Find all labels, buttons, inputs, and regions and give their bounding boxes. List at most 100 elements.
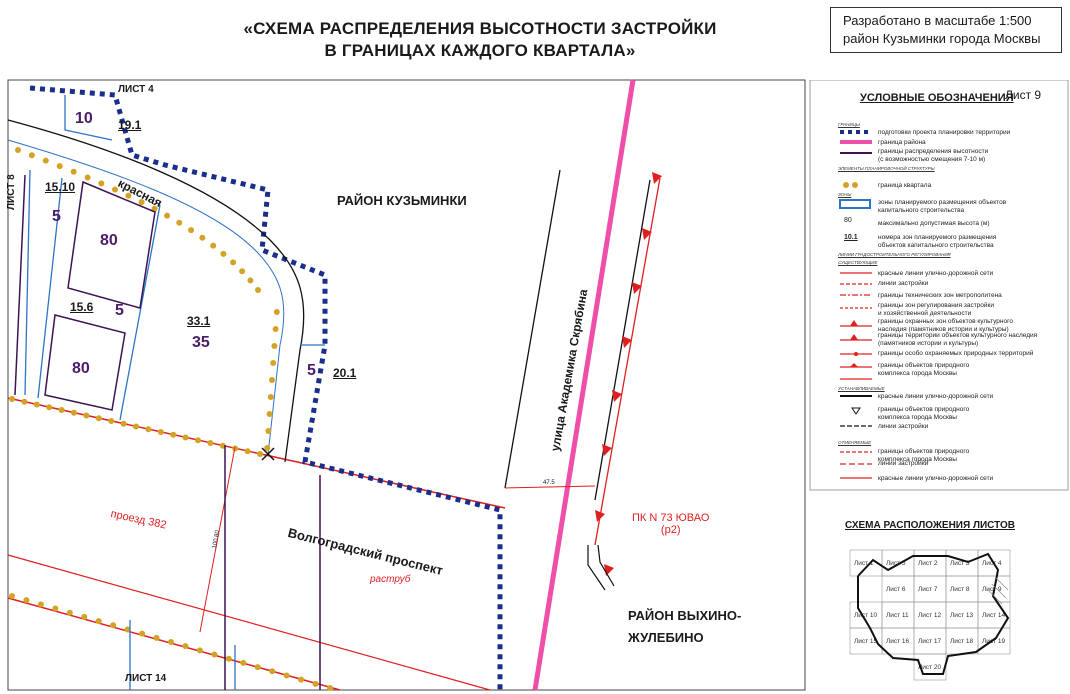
legend-item-label: границы объектов природного комплекса го…: [878, 448, 970, 463]
legend-item-label: границы распределения высотности (с возм…: [878, 148, 989, 163]
red-line-street: [594, 177, 661, 546]
boundary-dot: [270, 360, 277, 366]
legend-item-label: границы технических зон метрополитена: [878, 292, 1002, 299]
boundary-dot: [33, 401, 40, 408]
boundary-dot: [182, 643, 189, 650]
boundary-dot: [264, 445, 271, 451]
map-title-line2: В ГРАНИЦАХ КАЖДОГО КВАРТАЛА»: [324, 41, 636, 60]
boundary-dot: [111, 186, 118, 193]
boundary-dot: [265, 428, 272, 434]
boundary-dot: [244, 448, 251, 455]
boundary-dot: [225, 655, 232, 662]
dimension-line-height: [199, 446, 236, 633]
boundary-dot: [267, 394, 274, 400]
boundary-dot: [23, 597, 30, 604]
boundary-dot: [247, 277, 254, 284]
legend-item-label: зоны планируемого размещения объектов ка…: [878, 199, 1007, 214]
boundary-dot: [84, 174, 91, 181]
boundary-dot: [157, 429, 164, 435]
boundary-dot: [298, 676, 305, 683]
boundary-dot: [42, 157, 49, 164]
district-label-kuzminki: РАЙОН КУЗЬМИНКИ: [337, 193, 467, 208]
boundary-dot: [240, 659, 247, 666]
red-line-prospekt-top: [7, 397, 506, 509]
legend-item-label: красные линии улично-дорожной сети: [878, 270, 994, 277]
legend-item-label: красные линии улично-дорожной сети: [878, 393, 994, 400]
district-label-vykhino-line2: ЖУЛЕБИНО: [628, 630, 704, 645]
block-height: 80: [100, 232, 118, 249]
legend-item-label: границы объектов природного комплекса го…: [878, 406, 970, 421]
zone-height: 5: [52, 208, 61, 225]
keymap-sheet-label: Лист 11: [886, 612, 909, 619]
boundary-dot: [56, 163, 63, 170]
zone-height: 5: [115, 302, 124, 319]
boundary-dot: [120, 420, 127, 427]
legend-item-label: границы особо охраняемых природных терри…: [878, 350, 1034, 357]
red-line-bottom-2: [7, 597, 341, 691]
boundary-dot: [327, 685, 333, 691]
district-label-vykhino-line1: РАЙОН ВЫХИНО-: [628, 608, 742, 623]
street-krasnaya-edge: [7, 119, 305, 463]
boundary-dot: [145, 426, 152, 433]
keymap-sheet-label: Лист 8: [950, 586, 970, 593]
boundary-dot: [125, 192, 132, 199]
boundary-dot: [9, 396, 15, 402]
boundary-dot: [108, 418, 115, 424]
keymap-sheet-label: Лист 13: [950, 612, 974, 619]
rastrub-label: раструб: [370, 574, 411, 585]
keymap-sheet-label: Лист 15: [854, 638, 878, 645]
prospekt-top-dots: [9, 396, 263, 457]
boundary-dot: [230, 259, 237, 266]
zone-height: 35: [192, 334, 210, 351]
keymap-sheet-label: Лист 10: [854, 612, 878, 619]
keymap-sheet-label: Лист 17: [918, 638, 942, 645]
boundary-dot: [269, 377, 275, 383]
boundary-dot: [210, 242, 217, 249]
boundary-dot: [188, 227, 195, 234]
boundary-dot: [52, 605, 59, 612]
pk-label: ПК N 73 ЮВАО (р2): [632, 512, 709, 536]
planning-area-boundary: [29, 85, 503, 690]
map-title-line1: «СХЕМА РАСПРЕДЕЛЕНИЯ ВЫСОТНОСТИ ЗАСТРОЙК…: [243, 19, 717, 38]
boundary-dot: [255, 287, 261, 293]
boundary-dot: [71, 409, 77, 416]
boundary-dot: [15, 147, 21, 153]
legend-item-label: границы территории объектов культурного …: [878, 332, 1038, 347]
boundary-dot: [66, 609, 73, 616]
legend-group-established: УСТАНАВЛИВАЕМЫЕ: [838, 386, 885, 391]
street-edge-left: [504, 169, 561, 489]
legend-item-label: максимально допустимая высота (м): [878, 220, 990, 227]
map-title: «СХЕМА РАСПРЕДЕЛЕНИЯ ВЫСОТНОСТИ ЗАСТРОЙК…: [180, 18, 780, 62]
boundary-dot: [196, 647, 203, 654]
boundary-dot: [58, 407, 65, 413]
zone-code: 15.10: [45, 180, 76, 194]
map-canvas[interactable]: [0, 0, 808, 694]
dimension-label-width: 47.5: [543, 480, 555, 486]
dimension-line-width: [504, 485, 596, 489]
intersection-marker: [261, 447, 275, 461]
ramp-edge-1: [597, 544, 615, 587]
keymap-sheet-label: Лист 20: [918, 664, 942, 671]
legend-group-existing: СУЩЕСТВУЮЩИЕ: [838, 260, 878, 265]
boundary-dot: [257, 451, 263, 457]
boundary-dot: [133, 423, 139, 430]
boundary-dot: [46, 404, 53, 411]
red-line-prospekt-bottom: [7, 554, 491, 691]
keymap-sheet-label: Лист 3: [950, 560, 970, 567]
keymap-sheet-label: Лист 1: [854, 560, 874, 567]
legend-panel: УСЛОВНЫЕ ОБОЗНАЧЕНИЯ: [808, 80, 1070, 690]
boundary-dot: [170, 431, 177, 438]
sheet-label-top: ЛИСТ 4: [118, 84, 154, 95]
height-blocks: [14, 174, 321, 690]
legend-item-label: границы зон регулирования застройки и хо…: [878, 302, 995, 317]
legend-group-planning: ЭЛЕМЕНТЫ ПЛАНИРОВОЧНОЙ СТРУКТУРЫ: [838, 166, 935, 171]
boundary-dot: [28, 152, 35, 159]
boundary-dot: [220, 250, 227, 257]
legend-sample-height: 80: [844, 217, 852, 224]
keymap-district-outline: [857, 552, 1010, 675]
legend-sample-code: 10.1: [844, 234, 858, 241]
boundary-dot: [95, 415, 102, 422]
keymap-sheet-label: Лист 7: [918, 586, 938, 593]
pk-label-line1: ПК N 73 ЮВАО: [632, 512, 710, 524]
